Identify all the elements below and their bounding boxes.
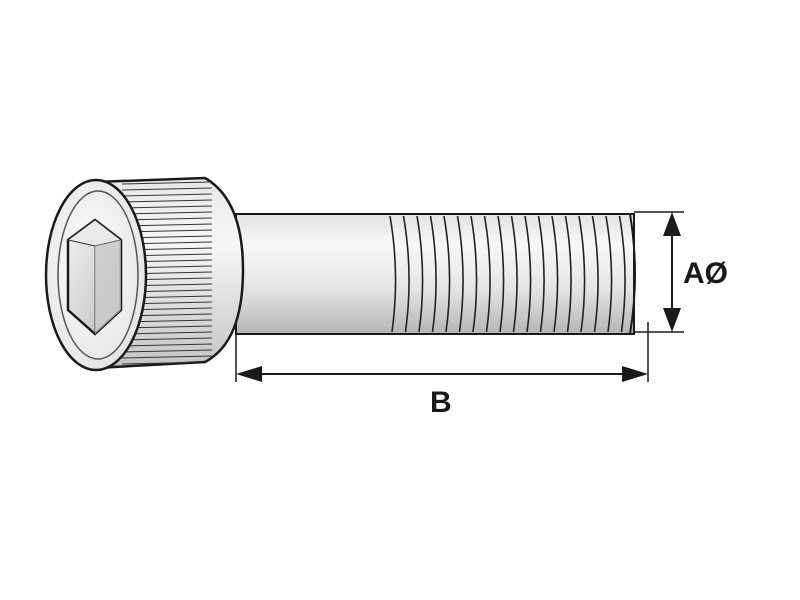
- thread-line: [402, 216, 410, 332]
- knurl-line: [121, 193, 213, 197]
- knurl-line: [121, 199, 213, 203]
- thread-line: [551, 216, 559, 332]
- thread-line: [524, 216, 532, 332]
- knurl-line: [121, 349, 213, 353]
- thread-line: [456, 216, 464, 332]
- hex-socket-icon: [66, 218, 123, 336]
- thread-line: [443, 216, 451, 332]
- arrow-down-icon: [663, 308, 681, 332]
- arrow-up-icon: [663, 212, 681, 236]
- arrow-left-icon: [236, 366, 262, 382]
- knurl-line: [121, 211, 213, 215]
- thread-line: [429, 216, 437, 332]
- knurl-line: [121, 187, 213, 191]
- thread-line: [470, 216, 478, 332]
- thread-line: [605, 216, 613, 332]
- knurl-line: [121, 181, 213, 185]
- knurl-line: [121, 337, 213, 341]
- diameter-dimension: AØ: [634, 211, 728, 333]
- knurl-line: [121, 343, 213, 347]
- thread-line: [416, 216, 424, 332]
- head-knurling: [121, 181, 213, 365]
- length-label: B: [430, 386, 452, 419]
- knurl-line: [121, 331, 213, 335]
- thread-line: [578, 216, 586, 332]
- thread-line: [564, 216, 572, 332]
- thread-line: [483, 216, 491, 332]
- thread-line: [537, 216, 545, 332]
- length-dimension: B: [235, 322, 649, 419]
- diameter-label: AØ: [683, 257, 728, 290]
- knurl-line: [121, 205, 213, 209]
- thread-line: [591, 216, 599, 332]
- thread-line: [618, 216, 626, 332]
- thread-line: [497, 216, 505, 332]
- thread-line: [510, 216, 518, 332]
- arrow-right-icon: [622, 366, 648, 382]
- screw-threads: [389, 216, 626, 332]
- thread-line: [389, 216, 397, 332]
- knurl-line: [121, 355, 213, 359]
- knurl-line: [121, 361, 213, 365]
